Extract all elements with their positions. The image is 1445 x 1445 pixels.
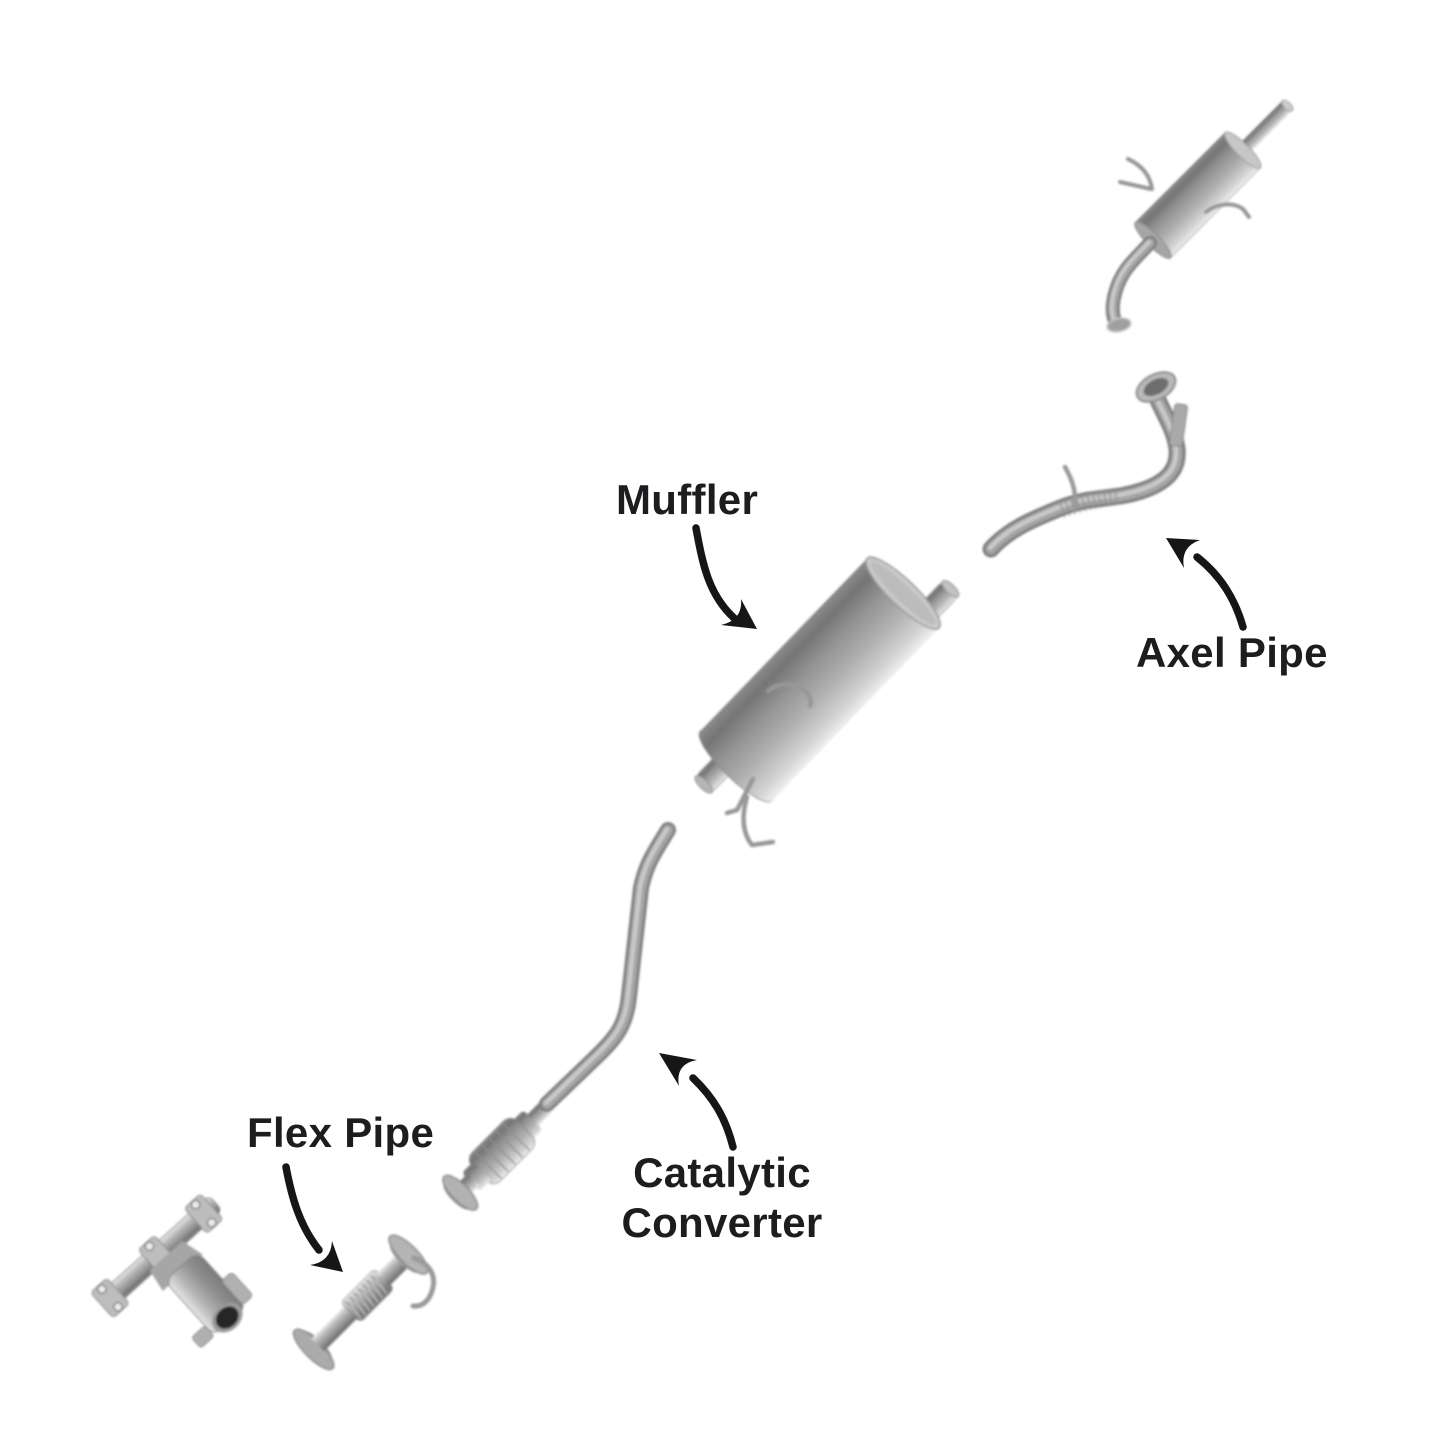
manifold-flange: [185, 1194, 223, 1233]
intermediate-pipe-illustration: [539, 822, 676, 1112]
flex-braid-texture: [344, 1275, 391, 1316]
catalytic-converter-illustration: [442, 1101, 552, 1211]
axel-pipe-hanger-rod: [1062, 464, 1078, 512]
axel-pipe-braid-section: [1057, 487, 1119, 519]
manifold-outlet-opening: [215, 1306, 239, 1329]
axel-pipe-arrow: [1166, 538, 1247, 631]
flex-pipe-illustration: [292, 1234, 429, 1371]
manifold-flange: [91, 1279, 129, 1317]
axel-pipe-bell-mouth: [1135, 371, 1177, 403]
rear-muffler-downpipe: [1105, 236, 1157, 333]
exhaust-manifold-illustration: [91, 1194, 253, 1348]
muffler-label: Muffler: [616, 476, 759, 523]
axel-pipe-illustration: [982, 371, 1188, 558]
flex-pipe-label: Flex Pipe: [247, 1109, 435, 1156]
flex-pipe-arrow: [282, 1163, 343, 1272]
rear-muffler-hanger-rods: [1118, 157, 1251, 219]
catalytic-converter-label: Catalytic Converter: [621, 1149, 823, 1246]
rear-muffler-illustration: [1134, 99, 1294, 259]
axel-pipe-label: Axel Pipe: [1136, 629, 1328, 676]
flex-pipe-hanger-rod: [410, 1255, 437, 1309]
catalytic-converter-arrow: [659, 1053, 737, 1151]
muffler-hanger-rods: [724, 682, 814, 848]
annotation-arrows: [282, 524, 1247, 1272]
muffler-arrow: [692, 524, 757, 629]
axel-pipe-bracket: [1169, 403, 1188, 447]
muffler-illustration: [694, 555, 960, 803]
